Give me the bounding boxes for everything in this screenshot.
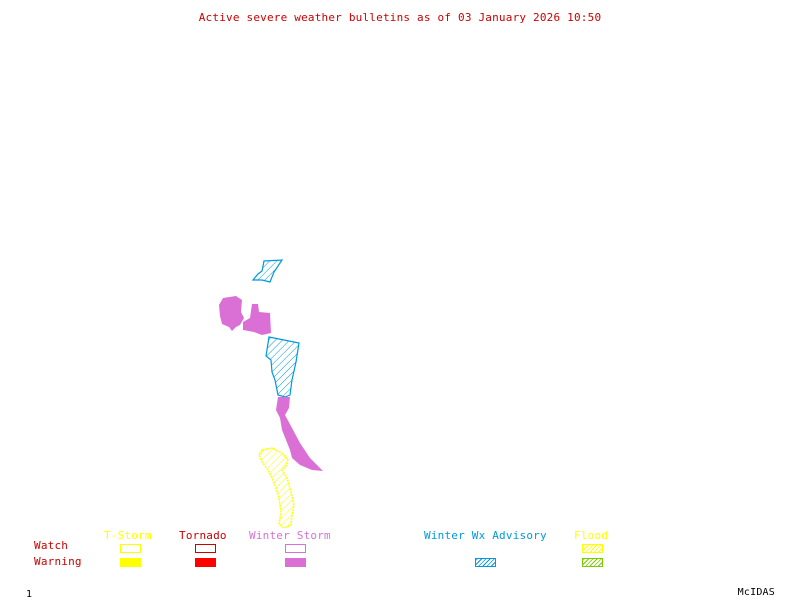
- legend-flood-warning-swatch: [582, 558, 603, 567]
- legend-winter-storm-label: Winter Storm: [249, 529, 331, 542]
- legend-warning-label: Warning: [34, 555, 82, 568]
- software-label: McIDAS: [737, 587, 775, 598]
- legend-tstorm-warning-swatch: [120, 558, 141, 567]
- winter-storm-polygon-west[interactable]: [219, 296, 244, 331]
- advisory-polygon-north[interactable]: [251, 259, 284, 283]
- legend-winter-advisory-label: Winter Wx Advisory: [424, 529, 547, 542]
- winter-storm-polygon-square[interactable]: [243, 304, 271, 335]
- legend-tornado-warning-swatch: [195, 558, 216, 567]
- tstorm-polygon[interactable]: [258, 447, 295, 529]
- legend-watch-label: Watch: [34, 539, 69, 552]
- legend-tstorm-label: T-Storm: [104, 529, 152, 542]
- legend-tstorm-watch-swatch: [120, 544, 141, 553]
- legend-flood-label: Flood: [574, 529, 609, 542]
- legend-winter-storm-warning-swatch: [285, 558, 306, 567]
- legend-tornado-watch-swatch: [195, 544, 216, 553]
- winter-storm-polygon-south[interactable]: [276, 397, 323, 471]
- advisory-polygon-central[interactable]: [265, 336, 300, 398]
- frame-number: 1: [26, 589, 33, 600]
- map-title: Active severe weather bulletins as of 03…: [198, 11, 602, 24]
- legend-winter-advisory-warning-swatch: [475, 558, 496, 567]
- legend-flood-watch-swatch: [582, 544, 603, 553]
- legend-winter-storm-watch-swatch: [285, 544, 306, 553]
- legend-tornado-label: Tornado: [179, 529, 227, 542]
